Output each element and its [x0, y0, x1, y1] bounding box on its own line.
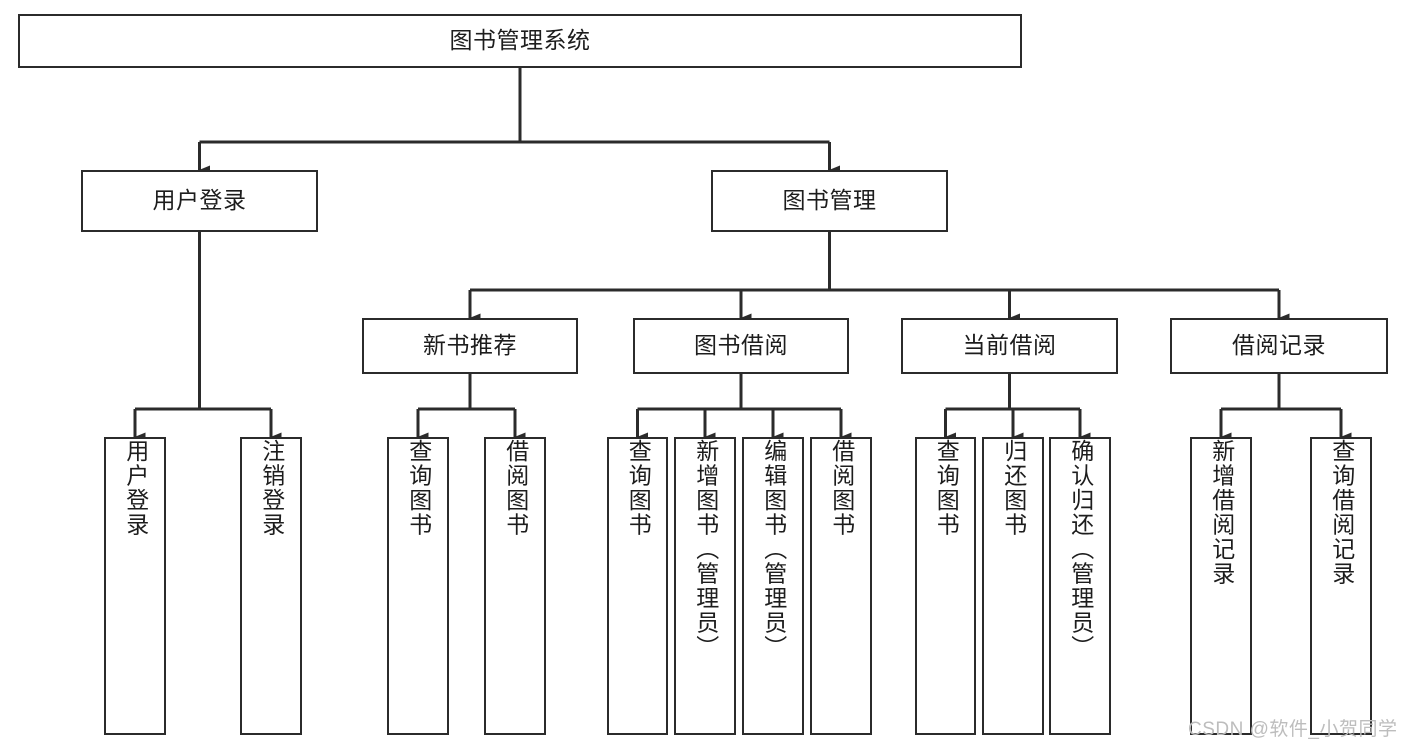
node-box-leaf-12[interactable]: 新增借阅记录	[1190, 437, 1252, 735]
node-label-root: 图书管理系统	[449, 27, 591, 54]
node-box-leaf-9[interactable]: 查询图书	[915, 437, 976, 735]
node-box-leaf-5[interactable]: 查询图书	[607, 437, 668, 735]
node-box-bookmgmt[interactable]: 图书管理	[711, 170, 948, 232]
node-box-leaf-7[interactable]: 编辑图书（管理员）	[742, 437, 804, 735]
node-label-leaf-5: 查询图书	[625, 439, 652, 537]
node-box-leaf-2[interactable]: 注销登录	[240, 437, 302, 735]
node-box-leaf-13[interactable]: 查询借阅记录	[1310, 437, 1372, 735]
node-box-root[interactable]: 图书管理系统	[18, 14, 1022, 68]
node-label-leaf-6: 新增图书（管理员）	[692, 439, 719, 660]
node-box-leaf-10[interactable]: 归还图书	[982, 437, 1044, 735]
node-box-leaf-1[interactable]: 用户登录	[104, 437, 166, 735]
node-label-leaf-8: 借阅图书	[828, 439, 855, 537]
node-box-current[interactable]: 当前借阅	[901, 318, 1118, 374]
node-box-leaf-3[interactable]: 查询图书	[387, 437, 449, 735]
node-label-borrow: 图书借阅	[694, 332, 788, 359]
node-label-login: 用户登录	[152, 187, 247, 214]
node-label-leaf-11: 确认归还（管理员）	[1067, 439, 1094, 660]
node-label-leaf-9: 查询图书	[933, 439, 960, 537]
node-label-bookmgmt: 图书管理	[782, 187, 877, 214]
node-label-leaf-1: 用户登录	[122, 439, 149, 537]
node-label-leaf-12: 新增借阅记录	[1208, 439, 1235, 586]
node-box-records[interactable]: 借阅记录	[1170, 318, 1388, 374]
node-box-leaf-6[interactable]: 新增图书（管理员）	[674, 437, 736, 735]
node-label-leaf-3: 查询图书	[405, 439, 432, 537]
node-label-newbook: 新书推荐	[423, 332, 517, 359]
node-box-login[interactable]: 用户登录	[81, 170, 318, 232]
node-box-leaf-4[interactable]: 借阅图书	[484, 437, 546, 735]
node-label-leaf-13: 查询借阅记录	[1328, 439, 1355, 586]
node-label-leaf-10: 归还图书	[1000, 439, 1027, 537]
node-label-records: 借阅记录	[1232, 332, 1326, 359]
node-box-leaf-8[interactable]: 借阅图书	[810, 437, 872, 735]
node-label-current: 当前借阅	[962, 332, 1057, 359]
node-box-newbook[interactable]: 新书推荐	[362, 318, 578, 374]
node-label-leaf-7: 编辑图书（管理员）	[760, 439, 787, 660]
node-label-leaf-4: 借阅图书	[502, 439, 529, 537]
node-box-leaf-11[interactable]: 确认归还（管理员）	[1049, 437, 1111, 735]
node-label-leaf-2: 注销登录	[258, 439, 285, 537]
node-box-borrow[interactable]: 图书借阅	[633, 318, 849, 374]
